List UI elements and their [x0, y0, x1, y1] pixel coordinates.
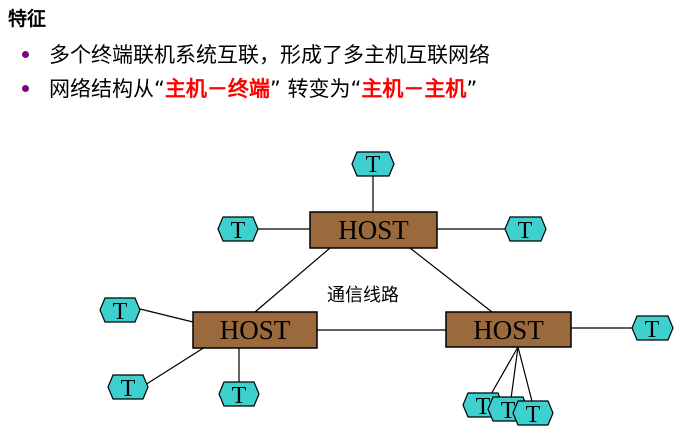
bullet-text: 网络结构从“主机－终端” 转变为“主机－主机” [49, 74, 477, 104]
terminal-shape [99, 297, 141, 323]
terminal-label: T [518, 218, 533, 244]
host-box [309, 211, 438, 249]
highlight-host-terminal: 主机－终端 [164, 77, 270, 101]
terminal-left-2: T [107, 374, 149, 402]
bullet-text: 多个终端联机系统互联，形成了多主机互联网络 [49, 43, 490, 67]
link-host-top-right [409, 247, 493, 313]
host-box [192, 311, 318, 349]
terminal-label: T [501, 398, 516, 424]
terminal-left-1: T [99, 297, 141, 325]
terminal-label: T [366, 152, 381, 178]
host-label: HOST [473, 315, 544, 345]
heading: 特征 [8, 8, 47, 30]
bullet-dot-icon [22, 51, 29, 58]
terminal-label: T [113, 299, 128, 325]
terminal-top-right: T [504, 216, 547, 244]
terminal-right-1: T [631, 315, 674, 343]
bullet-dot-icon [22, 85, 29, 92]
host-label: HOST [338, 215, 409, 245]
terminal-shape [631, 315, 674, 341]
bullet-prefix: 网络结构从“ [49, 77, 165, 101]
link-terminal [517, 346, 535, 410]
terminal-top-left: T [217, 216, 259, 244]
terminal-shape [351, 151, 395, 177]
terminal-shape [218, 381, 260, 407]
terminal-shape [504, 216, 547, 242]
host-top: HOST [309, 211, 438, 249]
terminal-shape [217, 216, 259, 242]
link-host-top-left [254, 247, 331, 313]
terminal-shape [107, 374, 149, 400]
link-terminal [509, 346, 519, 407]
host-box [445, 311, 572, 348]
connection-lines [135, 176, 632, 410]
terminal-left-3: T [218, 381, 260, 409]
highlight-host-host: 主机－主机 [361, 77, 467, 101]
terminal-label: T [231, 218, 246, 244]
line-label: 通信线路 [327, 285, 399, 306]
terminal-label: T [121, 376, 136, 402]
terminal-label: T [645, 317, 660, 343]
terminal-shape [512, 400, 554, 426]
host-left: HOST [192, 311, 318, 349]
terminal-right-4: T [512, 400, 554, 428]
link-terminal [144, 346, 206, 386]
terminal-label: T [476, 394, 491, 420]
bullet-middle: ” 转变为“ [269, 77, 362, 101]
terminal-top: T [351, 151, 395, 178]
terminal-label: T [526, 402, 541, 428]
host-right: HOST [445, 311, 572, 348]
host-label: HOST [220, 315, 291, 345]
link-terminal [135, 307, 194, 323]
bullet-suffix: ” [466, 77, 478, 101]
terminal-label: T [232, 383, 247, 409]
